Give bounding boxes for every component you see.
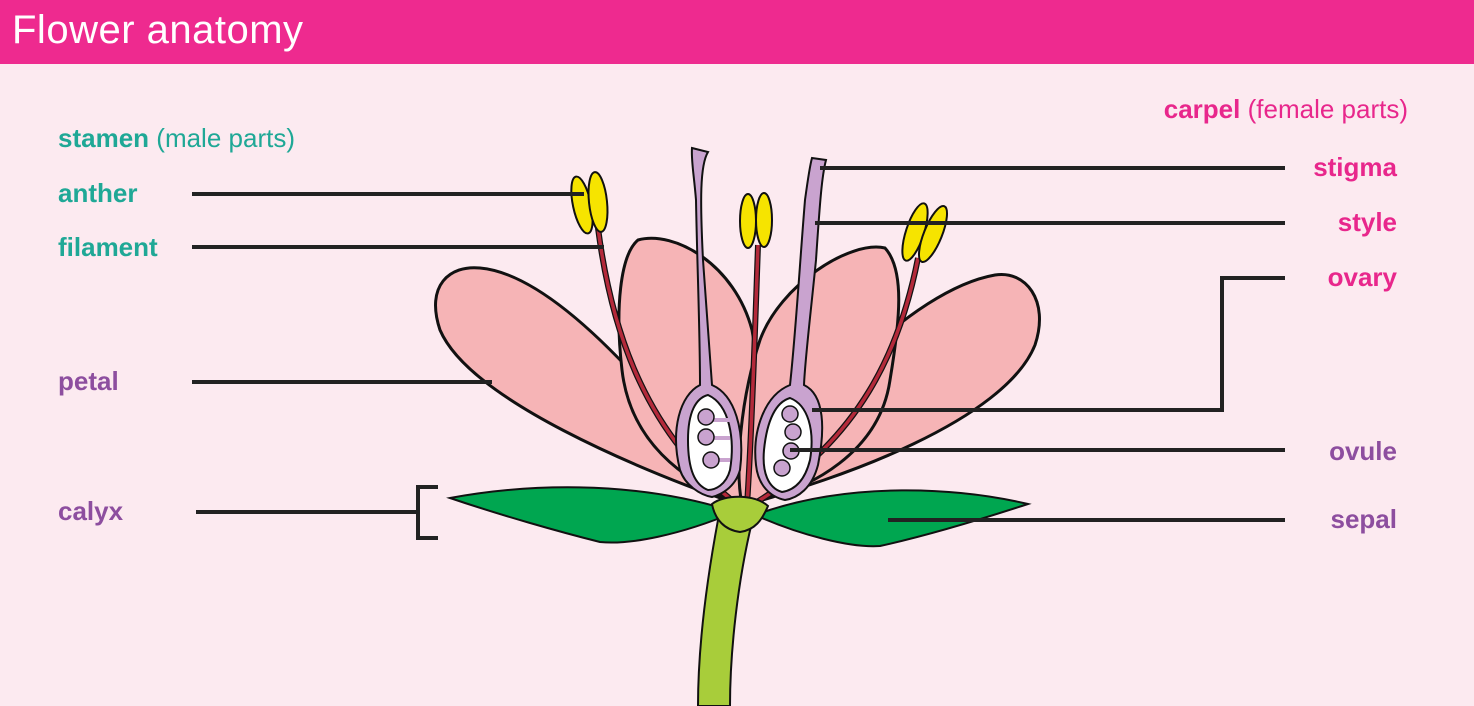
label-style: style <box>1337 207 1397 237</box>
label-calyx: calyx <box>58 496 124 526</box>
stamen-name: stamen <box>58 123 150 153</box>
label-petal: petal <box>58 366 119 396</box>
leader-lines-left <box>192 192 604 540</box>
page-title: Flower anatomy <box>12 8 304 52</box>
carpel-note: (female parts) <box>1247 94 1408 124</box>
carpel-group-heading: carpel (female parts) <box>1060 94 1408 125</box>
receptacle <box>710 495 770 534</box>
filament-center-fill <box>745 244 760 506</box>
title-bar: Flower anatomy <box>0 0 1474 64</box>
sepal-left <box>446 486 738 544</box>
leader-lines-right <box>790 166 1285 522</box>
label-ovary: ovary <box>1327 262 1397 292</box>
anther-right <box>901 202 948 264</box>
label-ovule: ovule <box>1329 436 1397 466</box>
calyx-bracket <box>416 485 438 540</box>
label-filament: filament <box>58 232 158 262</box>
carpel-name: carpel <box>1163 94 1241 124</box>
stem <box>696 518 754 706</box>
label-anther: anther <box>58 178 138 208</box>
label-stigma: stigma <box>1313 152 1397 182</box>
stamen-note: (male parts) <box>156 123 295 153</box>
ovules-right <box>773 405 802 477</box>
leader-ovary <box>812 276 1285 412</box>
anther-center <box>739 192 773 249</box>
anther-left <box>570 171 609 235</box>
label-sepal: sepal <box>1330 504 1398 534</box>
ovules-left <box>697 408 730 469</box>
stamen-group-heading: stamen (male parts) <box>58 123 295 154</box>
